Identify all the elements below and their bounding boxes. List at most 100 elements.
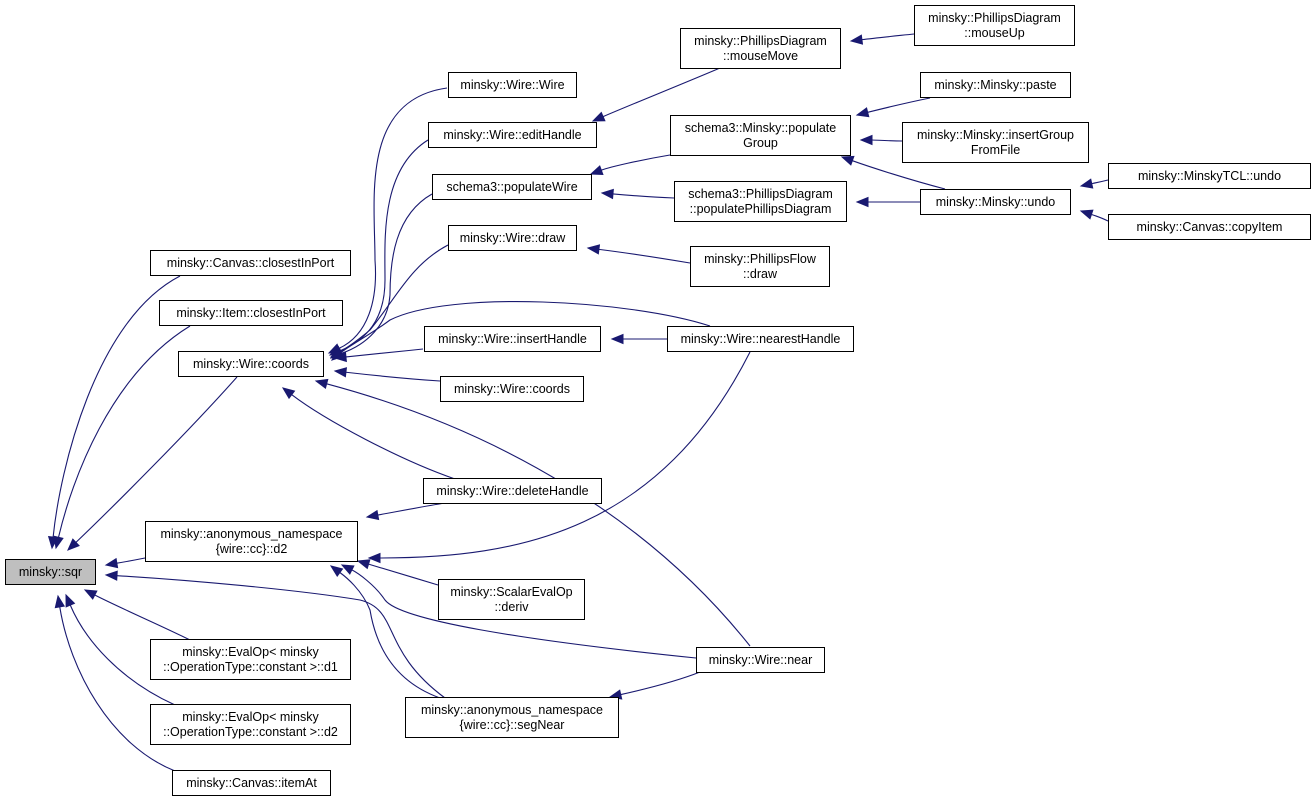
node-wire_near[interactable]: minsky::Wire::near (696, 647, 825, 673)
node-label: minsky::sqr (19, 565, 82, 579)
node-box[interactable] (1108, 163, 1311, 189)
edge-wire_deleteHandle-to-wire_coords (281, 387, 456, 480)
node-box[interactable] (914, 5, 1075, 46)
arrowhead-icon (586, 244, 601, 255)
node-wire_insertHandle[interactable]: minsky::Wire::insertHandle (424, 326, 601, 352)
node-box[interactable] (159, 300, 343, 326)
edge-line (602, 67, 721, 118)
node-box[interactable] (448, 225, 577, 251)
node-label: ::mouseUp (964, 26, 1024, 40)
node-scalarEvalOp_deriv[interactable]: minsky::ScalarEvalOp::deriv (438, 579, 585, 620)
node-box[interactable] (145, 521, 358, 562)
arrowhead-icon (329, 565, 344, 578)
node-evalop_d2[interactable]: minsky::EvalOp< minsky::OperationType::c… (150, 704, 351, 745)
arrowhead-icon (591, 111, 606, 122)
node-phillips_mouseUp[interactable]: minsky::PhillipsDiagram::mouseUp (914, 5, 1075, 46)
node-box[interactable] (150, 704, 351, 745)
node-minskyTCL_undo[interactable]: minsky::MinskyTCL::undo (1108, 163, 1311, 189)
node-wire_draw[interactable]: minsky::Wire::draw (448, 225, 577, 251)
node-box[interactable] (438, 579, 585, 620)
node-wire_coords[interactable]: minsky::Wire::coords (178, 351, 324, 377)
edge-line (59, 606, 176, 772)
node-box[interactable] (670, 115, 851, 156)
node-box[interactable] (674, 181, 847, 222)
arrowhead-icon (53, 535, 64, 550)
node-box[interactable] (405, 697, 619, 738)
edge-wire_nearestHandle-to-wire_insertHandle (610, 333, 667, 345)
node-label: minsky::Canvas::copyItem (1137, 220, 1283, 234)
node-wire_wire[interactable]: minsky::Wire::Wire (448, 72, 577, 98)
edge-anon_segNear-to-anon_d2 (329, 565, 441, 699)
node-canvas_itemAt[interactable]: minsky::Canvas::itemAt (172, 770, 331, 796)
node-phillips_mouseMove[interactable]: minsky::PhillipsDiagram::mouseMove (680, 28, 841, 69)
node-box[interactable] (423, 478, 602, 504)
node-box[interactable] (920, 72, 1071, 98)
node-wire_editHandle[interactable]: minsky::Wire::editHandle (428, 122, 597, 148)
node-box[interactable] (432, 174, 592, 200)
arrowhead-icon (589, 165, 604, 175)
node-wire_nearestHandle[interactable]: minsky::Wire::nearestHandle (667, 326, 854, 352)
edge-wire_nearestHandle-to-anon_d2 (367, 351, 751, 564)
node-minsky_paste[interactable]: minsky::Minsky::paste (920, 72, 1071, 98)
arrowhead-icon (855, 196, 869, 208)
arrowhead-icon (314, 378, 329, 390)
node-box[interactable] (440, 376, 584, 402)
node-box[interactable] (920, 189, 1071, 215)
node-box[interactable] (5, 559, 96, 585)
node-box[interactable] (667, 326, 854, 352)
node-label: ::mouseMove (723, 49, 798, 63)
node-evalop_d1[interactable]: minsky::EvalOp< minsky::OperationType::c… (150, 639, 351, 680)
arrowhead-icon (340, 564, 355, 575)
edge-line (341, 193, 433, 354)
node-label: minsky::Canvas::itemAt (186, 776, 317, 790)
node-box[interactable] (690, 246, 830, 287)
edge-line (345, 348, 424, 358)
node-label: {wire::cc}::segNear (460, 718, 565, 732)
edge-line (340, 301, 711, 354)
node-anon_d2[interactable]: minsky::anonymous_namespace{wire::cc}::d… (145, 521, 358, 562)
edge-minsky_undo-to-schema3_populateGroup (840, 155, 946, 190)
node-anon_segNear[interactable]: minsky::anonymous_namespace{wire::cc}::s… (405, 697, 619, 738)
node-phillipsFlow_draw[interactable]: minsky::PhillipsFlow::draw (690, 246, 830, 287)
node-box[interactable] (1108, 214, 1311, 240)
node-sqr[interactable]: minsky::sqr (5, 559, 96, 585)
node-schema3_populatePhillips[interactable]: schema3::PhillipsDiagram::populatePhilli… (674, 181, 847, 222)
edge-wire_insertHandle-to-wire_coords (333, 348, 424, 363)
node-box[interactable] (680, 28, 841, 69)
node-item_closestInPort[interactable]: minsky::Item::closestInPort (159, 300, 343, 326)
node-label: minsky::Minsky::undo (936, 195, 1056, 209)
edge-line (52, 275, 181, 538)
edge-line (116, 575, 446, 699)
node-label: schema3::PhillipsDiagram (688, 187, 833, 201)
node-label: FromFile (971, 143, 1020, 157)
arrowhead-icon (104, 570, 118, 581)
node-canvas_copyItem[interactable]: minsky::Canvas::copyItem (1108, 214, 1311, 240)
node-label: minsky::Wire::Wire (460, 78, 564, 92)
node-box[interactable] (178, 351, 324, 377)
node-minsky_undo[interactable]: minsky::Minsky::undo (920, 189, 1071, 215)
node-label: minsky::Wire::nearestHandle (681, 332, 841, 346)
node-canvas_closestInPort[interactable]: minsky::Canvas::closestInPort (150, 250, 351, 276)
node-box[interactable] (428, 122, 597, 148)
node-box[interactable] (172, 770, 331, 796)
edge-line (351, 569, 697, 659)
edge-minskyTCL_undo-to-minsky_undo (1079, 178, 1109, 189)
node-schema3_populateWire[interactable]: schema3::populateWire (432, 174, 592, 200)
node-box[interactable] (902, 122, 1089, 163)
arrowhead-icon (1079, 178, 1094, 189)
node-box[interactable] (424, 326, 601, 352)
edge-minsky_undo-to-schema3_populatePhillips (855, 196, 921, 208)
node-box[interactable] (150, 250, 351, 276)
node-wire_coords2[interactable]: minsky::Wire::coords (440, 376, 584, 402)
node-box[interactable] (696, 647, 825, 673)
node-box[interactable] (448, 72, 577, 98)
edge-line (345, 371, 441, 382)
arrowhead-icon (67, 538, 80, 551)
edge-line (338, 87, 448, 349)
arrowhead-icon (600, 188, 614, 200)
node-label: minsky::Minsky::paste (934, 78, 1056, 92)
node-box[interactable] (150, 639, 351, 680)
node-wire_deleteHandle[interactable]: minsky::Wire::deleteHandle (423, 478, 602, 504)
